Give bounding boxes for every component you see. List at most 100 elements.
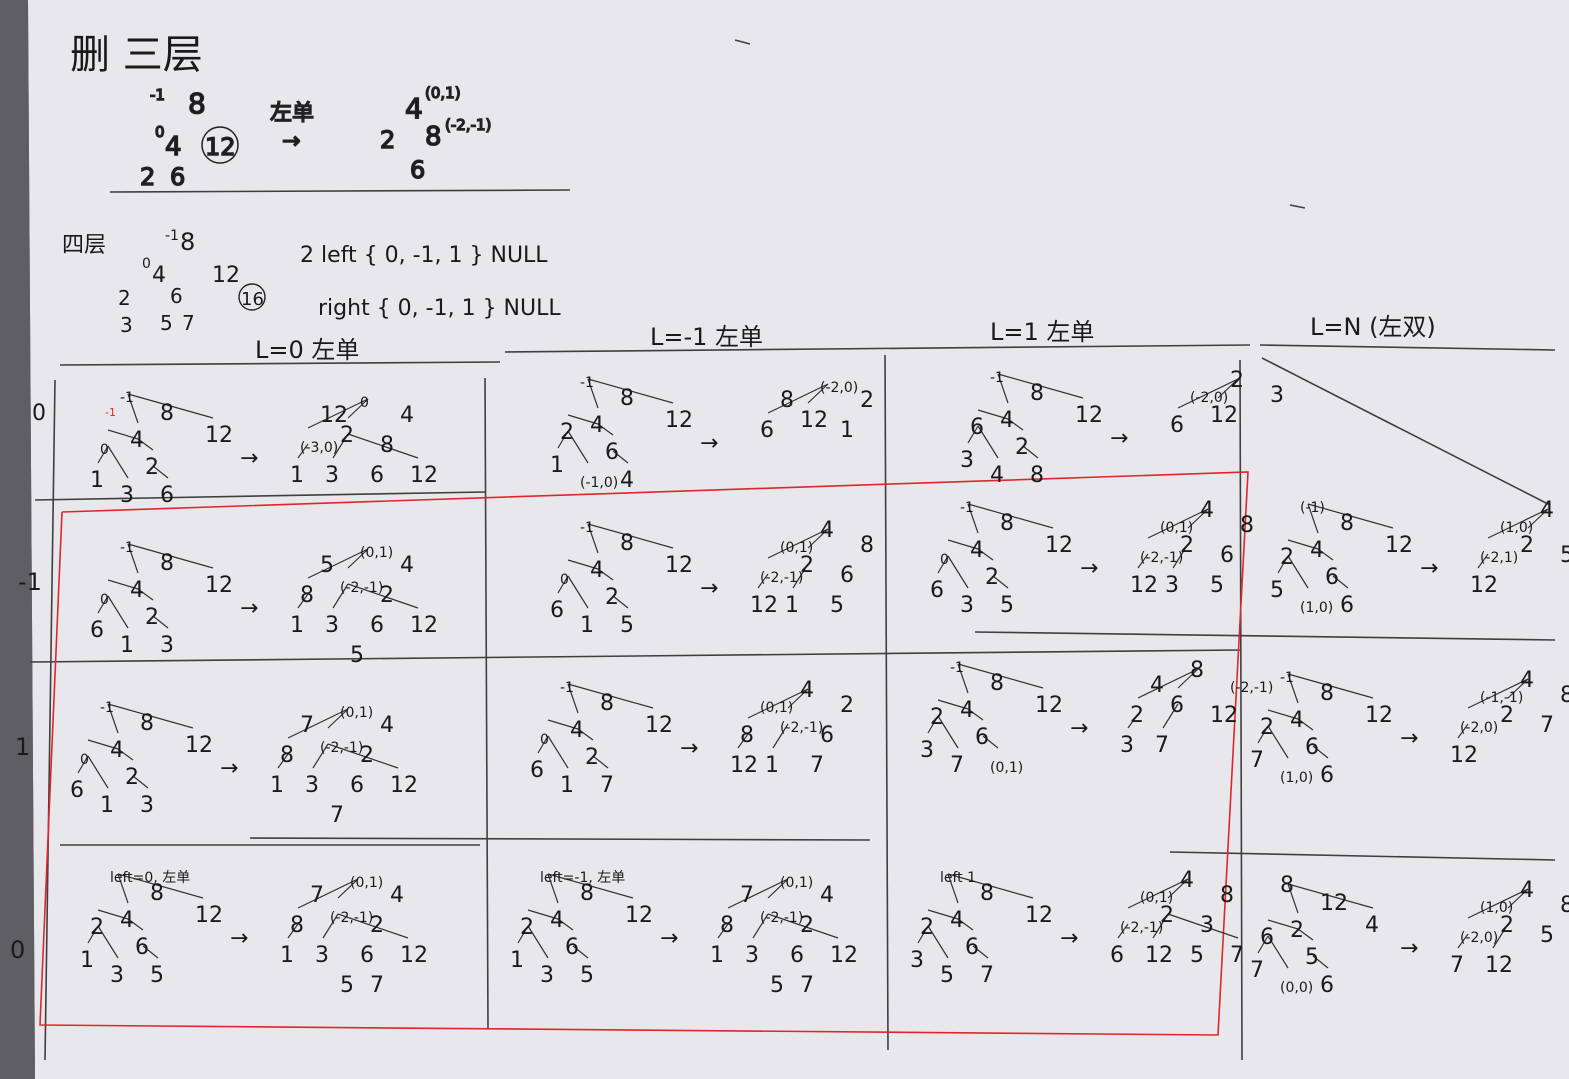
- tree-edge: [772, 723, 789, 749]
- tree-node-label: 12: [750, 593, 778, 618]
- tree-edge: [747, 688, 809, 719]
- rotation-arrow: →: [680, 736, 698, 761]
- tree-edge: [567, 430, 589, 464]
- tree-node-label: 6: [605, 440, 619, 465]
- tree-node-label: 4: [110, 738, 124, 763]
- tree-node-label: (0,1): [760, 700, 793, 716]
- tree-edge: [107, 595, 129, 629]
- tree-edge: [1307, 503, 1394, 529]
- tree-node-label: 12: [1045, 533, 1073, 558]
- tree-node-label: 2: [560, 420, 574, 445]
- tree-edge: [1127, 878, 1189, 909]
- tree-node-label: 2: [145, 605, 159, 630]
- tree-node-label: 12: [1210, 703, 1238, 728]
- tree-edge: [87, 739, 119, 750]
- tree-node-label: 12: [205, 423, 233, 448]
- tree-node-label: 6: [70, 778, 84, 803]
- tree-node-label: 4: [570, 718, 584, 743]
- tree-node-label: 7: [980, 963, 994, 988]
- tree-edge: [767, 878, 789, 899]
- tree-node-label: -1: [950, 660, 964, 676]
- tree-edge: [1267, 919, 1299, 930]
- tree-edge: [587, 378, 674, 404]
- tree-node-label: 12: [1035, 693, 1063, 718]
- tree-node-label: 4: [590, 413, 604, 438]
- tree-edge: [567, 414, 599, 425]
- tree-node-label: 6: [930, 578, 944, 603]
- tree-node-label: (-2,1): [1480, 550, 1518, 566]
- tree-node-label: 7: [1230, 943, 1244, 968]
- tree-node-label: 2: [1280, 545, 1294, 570]
- tree-node-label: 3: [920, 738, 934, 763]
- tree-node-label: 6: [1260, 925, 1274, 950]
- three-level-example: -1 8 0 4 12 2 6 左单 → 4 (0,1) 2 8 (-2,-1)…: [139, 83, 492, 192]
- rotation-arrow: →: [240, 596, 258, 621]
- tree-node-label: 1: [270, 773, 284, 798]
- svg-text:16: 16: [241, 289, 264, 310]
- tree-edge: [107, 703, 194, 729]
- tree-edge: [567, 683, 654, 709]
- tree-node-label: (1,0): [1280, 770, 1313, 786]
- tree-node-label: 12: [410, 613, 438, 638]
- tree-edge: [287, 923, 299, 939]
- tree-edge: [107, 429, 139, 440]
- tree-edge: [1492, 923, 1509, 949]
- tree-node-label: 7: [1155, 733, 1169, 758]
- svg-text:5: 5: [160, 311, 173, 335]
- tree-node-label: 6: [350, 773, 364, 798]
- tree-node-label: 8: [740, 723, 754, 748]
- tree-edge: [1312, 745, 1329, 759]
- rotation-arrow: →: [240, 446, 258, 471]
- tree-edge: [567, 559, 599, 570]
- tree-node-label: 8: [1000, 511, 1014, 536]
- tree-node-label: 4: [1180, 868, 1194, 893]
- tree-node-label: 4: [380, 713, 394, 738]
- tree-node-label: 2: [90, 915, 104, 940]
- tree-edge: [1297, 718, 1314, 731]
- tree-node-label: 7: [810, 753, 824, 778]
- tree-node-label: 12: [1210, 403, 1238, 428]
- tree-node-label: left=0, 左单: [110, 870, 190, 886]
- tree-node-label: 12: [1485, 953, 1513, 978]
- paper: [28, 0, 1569, 1079]
- tree-node-label: 4: [130, 428, 144, 453]
- tree-node-label: 6: [360, 943, 374, 968]
- svg-text:→: →: [282, 129, 300, 154]
- svg-text:12: 12: [212, 263, 240, 288]
- row-label-2: 0: [10, 936, 25, 964]
- tree-edge: [967, 503, 979, 534]
- rotation-arrow: →: [1060, 926, 1078, 951]
- tree-edge: [1307, 503, 1319, 534]
- svg-text:-1: -1: [165, 228, 179, 244]
- tree-node-label: 5: [770, 973, 784, 998]
- tree-node-label: 5: [1540, 923, 1554, 948]
- tree-node-label: 8: [1240, 513, 1254, 538]
- tree-node-label: 0: [100, 442, 109, 458]
- tree-node-label: 3: [160, 633, 174, 658]
- tree-edge: [767, 383, 829, 414]
- tree-node-label: 0: [100, 592, 109, 608]
- rotation-arrow: →: [1400, 936, 1418, 961]
- tree-edge: [307, 398, 369, 429]
- tree-edge: [972, 945, 989, 959]
- tree-node-label: (-2,-1): [320, 740, 363, 756]
- tree-node-label: 4: [1290, 708, 1304, 733]
- tree-node-label: 8: [620, 531, 634, 556]
- tree-edge: [927, 925, 949, 959]
- tree-node-label: (0,1): [340, 705, 373, 721]
- tree-node-label: 8: [160, 551, 174, 576]
- tree-edge: [322, 913, 339, 939]
- tree-node-label: 4: [1365, 913, 1379, 938]
- tree-node-label: 2: [920, 915, 934, 940]
- tree-edge: [132, 775, 149, 789]
- tree-edge: [1297, 928, 1314, 941]
- tree-node-label: 4: [1540, 498, 1554, 523]
- row-labels: 0 -1 1 0: [10, 401, 46, 964]
- tree-node-label: 7: [800, 973, 814, 998]
- tree-edge: [127, 543, 139, 574]
- svg-text:4: 4: [165, 132, 182, 162]
